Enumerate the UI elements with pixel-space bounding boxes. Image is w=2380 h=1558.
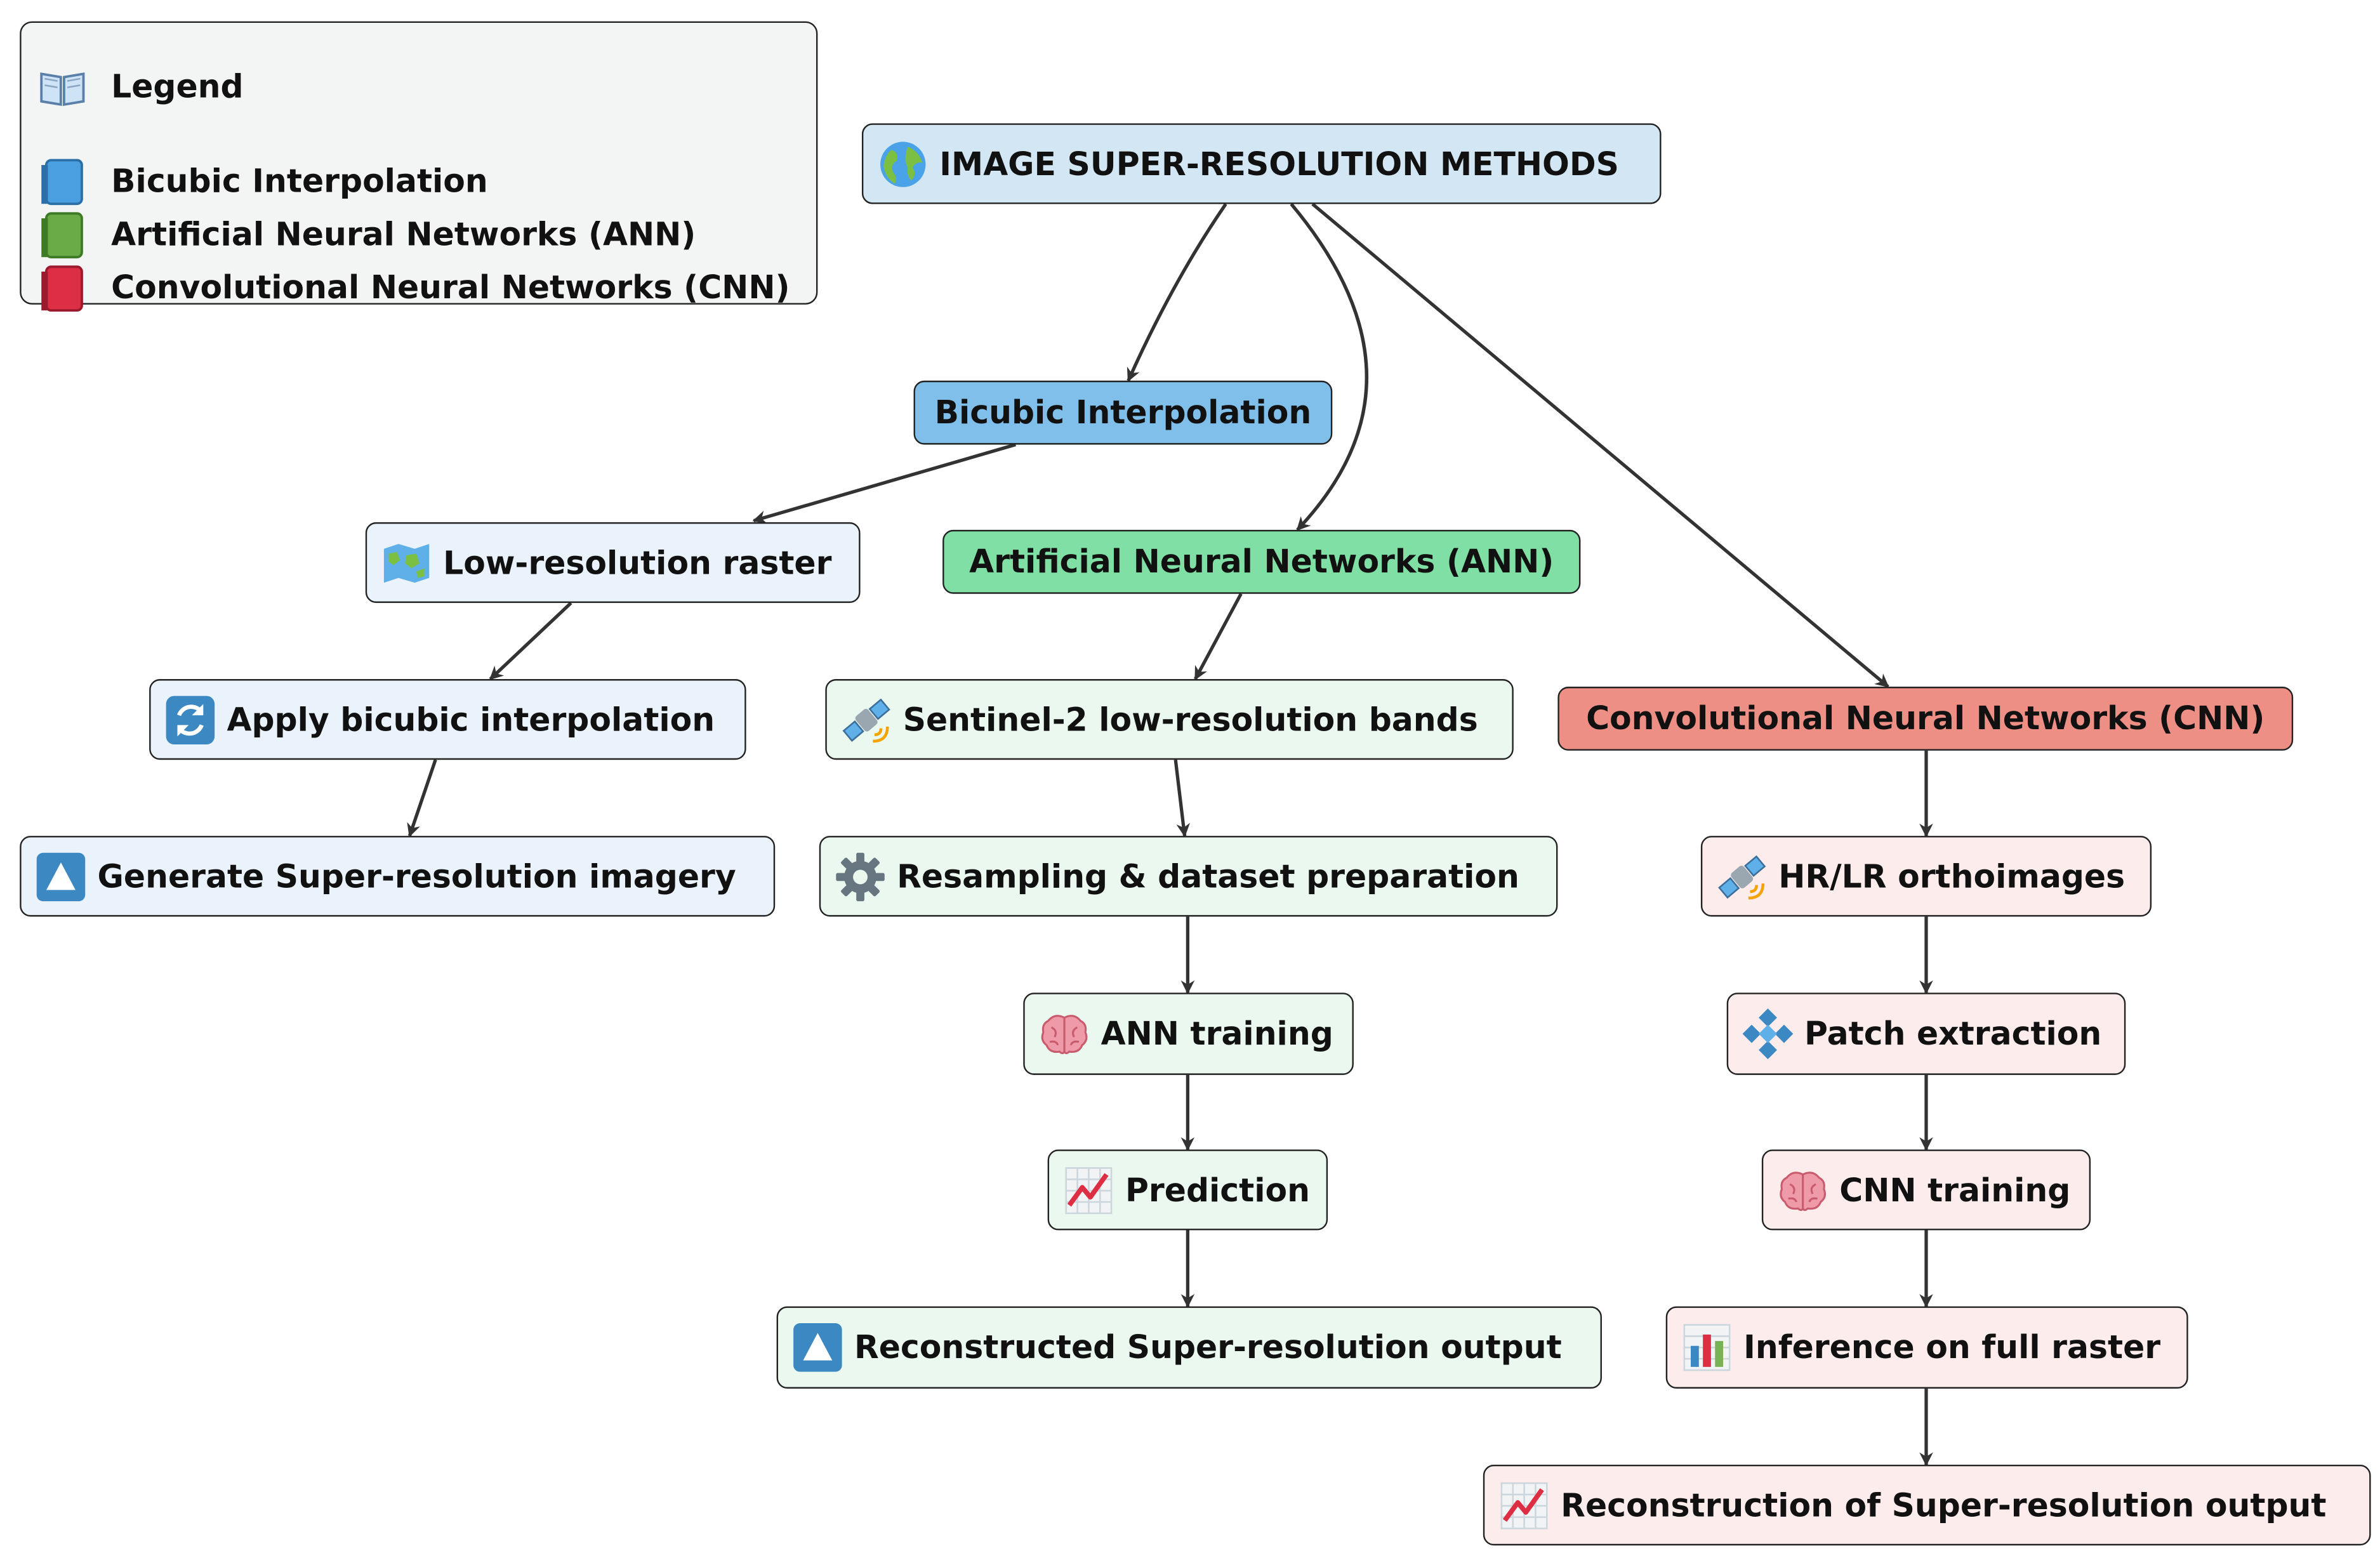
ann-step-reconstructed-output: Reconstructed Super-resolution output <box>776 1306 1602 1389</box>
satellite-icon <box>1714 849 1769 904</box>
root-node: IMAGE SUPER-RESOLUTION METHODS <box>861 123 1662 204</box>
bicubic-step-low-resolution-raster: Low-resolution raster <box>365 522 861 604</box>
edge-root-cnn <box>1311 202 1889 689</box>
edge-bicubic-lowres <box>752 443 1017 524</box>
ann-category-node: Artificial Neural Networks (ANN) <box>942 529 1581 594</box>
edge-lowres-apply <box>489 602 572 680</box>
legend-label-ann: Artificial Neural Networks (ANN) <box>111 216 696 253</box>
ann-step-label: Prediction <box>1125 1172 1311 1208</box>
bicubic-step-label: Apply bicubic interpolation <box>227 701 715 738</box>
cnn-step-label: Inference on full raster <box>1743 1329 2161 1366</box>
edge-root-ann <box>1290 202 1368 531</box>
legend-label-cnn: Convolutional Neural Networks (CNN) <box>111 269 790 307</box>
red-book-icon <box>35 260 89 315</box>
globe-icon <box>876 136 930 191</box>
cnn-step-hr-lr-orthoimages: HR/LR orthoimages <box>1700 836 2152 917</box>
ann-step-sentinel-2-bands: Sentinel-2 low-resolution bands <box>825 679 1514 760</box>
bar-chart-icon <box>1679 1320 1734 1375</box>
legend-item-ann: Artificial Neural Networks (ANN) <box>35 207 696 261</box>
legend-item-cnn: Convolutional Neural Networks (CNN) <box>35 260 790 315</box>
ann-step-label: ANN training <box>1101 1015 1333 1052</box>
ann-category-label: Artificial Neural Networks (ANN) <box>969 543 1554 581</box>
cnn-category-label: Convolutional Neural Networks (CNN) <box>1586 700 2265 737</box>
bicubic-step-apply-bicubic-interpolation: Apply bicubic interpolation <box>149 679 746 760</box>
ann-step-ann-training: ANN training <box>1023 993 1354 1075</box>
brain-icon <box>1037 1007 1092 1061</box>
cnn-step-label: Patch extraction <box>1804 1015 2102 1052</box>
satellite-icon <box>839 692 894 746</box>
open-book-icon <box>35 60 89 114</box>
ann-step-label: Sentinel-2 low-resolution bands <box>902 701 1478 738</box>
edge-root-bicubic <box>1127 202 1227 382</box>
legend-title: Legend <box>111 68 244 105</box>
bicubic-step-generate-super-resolution-imagery: Generate Super-resolution imagery <box>20 836 776 917</box>
map-icon <box>379 535 433 590</box>
green-book-icon <box>35 207 89 261</box>
bicubic-step-label: Generate Super-resolution imagery <box>97 857 736 895</box>
bicubic-step-label: Low-resolution raster <box>443 544 832 581</box>
edge-ann-sentinel <box>1194 593 1243 680</box>
chart-increasing-icon <box>1061 1163 1116 1217</box>
gear-icon <box>833 849 887 904</box>
cnn-step-patch-extraction: Patch extraction <box>1726 993 2126 1075</box>
cnn-category-node: Convolutional Neural Networks (CNN) <box>1557 687 2294 751</box>
cnn-step-label: Reconstruction of Super-resolution outpu… <box>1561 1486 2327 1524</box>
cnn-step-inference-on-full-raster: Inference on full raster <box>1665 1306 2188 1389</box>
cnn-step-reconstruction-output: Reconstruction of Super-resolution outpu… <box>1483 1465 2371 1546</box>
blue-book-icon <box>35 154 89 208</box>
triangle-icon <box>790 1320 845 1375</box>
ann-step-label: Resampling & dataset preparation <box>897 857 1519 895</box>
legend-item-bicubic: Bicubic Interpolation <box>35 154 488 208</box>
root-label: IMAGE SUPER-RESOLUTION METHODS <box>939 145 1619 182</box>
edge-apply-generate <box>407 759 437 838</box>
brain-icon <box>1775 1163 1830 1217</box>
triangle-icon <box>34 849 88 904</box>
chart-increasing-icon <box>1497 1477 1551 1532</box>
ann-step-label: Reconstructed Super-resolution output <box>854 1329 1562 1366</box>
legend-label-bicubic: Bicubic Interpolation <box>111 162 488 200</box>
bicubic-category-node: Bicubic Interpolation <box>913 380 1333 445</box>
bicubic-category-label: Bicubic Interpolation <box>934 394 1312 431</box>
edge-sentinel-resample <box>1173 759 1190 838</box>
diamond-tiles-icon <box>1740 1007 1795 1061</box>
refresh-icon <box>163 692 218 746</box>
ann-step-resampling-dataset-preparation: Resampling & dataset preparation <box>819 836 1558 917</box>
cnn-step-cnn-training: CNN training <box>1761 1149 2091 1231</box>
legend-box: Legend Bicubic Interpolation Artificial … <box>20 21 818 312</box>
cnn-step-label: HR/LR orthoimages <box>1778 857 2125 895</box>
ann-step-prediction: Prediction <box>1047 1149 1328 1231</box>
cnn-step-label: CNN training <box>1839 1172 2071 1208</box>
